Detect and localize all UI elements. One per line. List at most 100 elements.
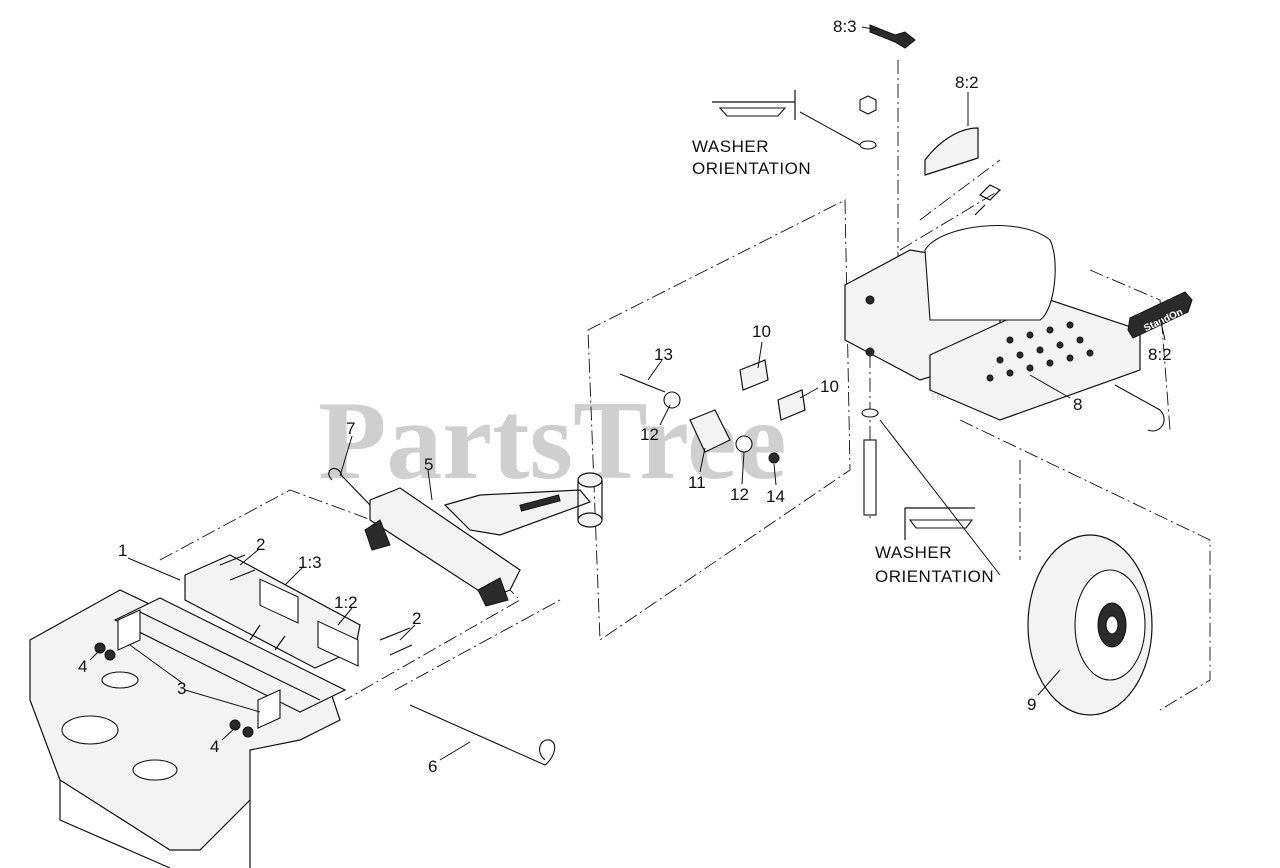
- decal-8-2-top: [924, 127, 979, 176]
- pin-6: [409, 704, 556, 766]
- callout-14: 14: [766, 487, 785, 506]
- top-nut: [859, 95, 877, 115]
- lead-8-3: [861, 26, 879, 31]
- wheel-bore: [1105, 615, 1119, 635]
- plate-10-b: [777, 389, 806, 421]
- callout-4-a: 4: [78, 657, 87, 676]
- callout-11: 11: [688, 473, 706, 492]
- outline-footplate: [1089, 269, 1171, 431]
- lead-3-b: [184, 689, 261, 713]
- nut-4-d: [242, 726, 254, 738]
- inset-top-frame: [712, 90, 796, 120]
- lead-5: [427, 469, 433, 501]
- note-bottom-line-1: WASHER: [875, 543, 952, 562]
- lead-washer-top: [799, 111, 861, 146]
- decal-8-2-right: StandOn: [1127, 291, 1193, 339]
- nut-4-a: [94, 642, 106, 654]
- bolt-13: [619, 373, 666, 393]
- callout-1: 1: [118, 541, 127, 560]
- footplate-holes: [986, 321, 1094, 382]
- lead-1-2: [337, 607, 353, 626]
- lead-9: [1037, 669, 1061, 696]
- callout-3: 3: [177, 679, 186, 698]
- lead-4-a: [89, 649, 101, 661]
- washer-orientation-inset-top: [712, 90, 796, 120]
- arm-label: [519, 494, 561, 512]
- callout-1-2: 1:2: [334, 593, 358, 612]
- mount-bracket-details: [139, 611, 321, 701]
- deck-hole-a: [61, 715, 119, 745]
- washer-orientation-note-top: WASHER ORIENTATION: [692, 137, 811, 178]
- callout-1-3: 1:3: [298, 553, 322, 572]
- bolt-2-b: [229, 569, 256, 581]
- watermark-trademark: TM: [930, 392, 944, 403]
- outline-wheel-right: [959, 419, 1211, 711]
- leader-lines: [89, 26, 1166, 761]
- washer-12-a: [663, 391, 681, 409]
- lead-12-b: [741, 451, 745, 485]
- nuts-4: [94, 642, 254, 738]
- inset-top-washer: [718, 107, 787, 117]
- outline-decal-guides: [899, 159, 1001, 251]
- lead-13: [647, 359, 663, 381]
- lead-6: [439, 741, 471, 761]
- plate-3-b: [257, 689, 281, 729]
- lead-2-a: [239, 549, 259, 566]
- decal-1-3: [259, 578, 299, 624]
- callout-2-a: 2: [256, 535, 265, 554]
- arm-tube: [369, 487, 521, 599]
- callout-8: 8: [1073, 395, 1082, 414]
- top-washer: [859, 140, 877, 150]
- footplate-rod: [1114, 384, 1165, 432]
- lead-4-b: [221, 727, 236, 741]
- callout-10-a: 10: [752, 322, 771, 341]
- lower-washer: [861, 408, 879, 418]
- lead-8: [1029, 374, 1071, 399]
- lead-14: [773, 463, 777, 486]
- nut-4-b: [104, 649, 116, 661]
- callout-7: 7: [346, 419, 355, 438]
- caster-bolt: [863, 439, 877, 516]
- callout-8-2-top: 8:2: [955, 73, 979, 92]
- hitch-pin-7: [328, 467, 371, 506]
- arm-assembly: [364, 472, 603, 607]
- arm-pivot-bottom: [577, 512, 603, 528]
- note-top-line-2: ORIENTATION: [692, 159, 811, 178]
- arm-clamp-left: [364, 519, 391, 551]
- lead-10-a: [757, 341, 763, 369]
- callout-9: 9: [1027, 695, 1036, 714]
- nut-14: [768, 452, 780, 464]
- plate-3-a: [117, 609, 141, 651]
- callout-8-2-right: 8:2: [1148, 345, 1172, 364]
- clevis-11: [689, 409, 731, 453]
- plates-3: [117, 609, 281, 729]
- lead-washer-bottom: [879, 419, 1001, 576]
- platform-assembly: [844, 224, 1165, 432]
- decal-1-2: [317, 620, 359, 667]
- wheel-9: [1027, 534, 1153, 716]
- lead-3-a: [129, 644, 186, 686]
- deck-hole-c: [101, 671, 139, 689]
- inset-bottom-frame: [904, 507, 975, 540]
- deck-hole-b: [132, 759, 178, 781]
- washer-orientation-inset-bottom: [904, 507, 975, 540]
- platform-hole-b: [865, 347, 875, 357]
- washer-orientation-note-bottom: WASHER ORIENTATION: [875, 543, 994, 586]
- outline-mid-bracket: [587, 199, 851, 641]
- bolt-2-c: [379, 627, 411, 641]
- bolts-2: [219, 554, 413, 656]
- pin-6-shape: [409, 704, 556, 766]
- key-8-3: [869, 24, 916, 49]
- callout-13: 13: [654, 345, 673, 364]
- arm-pivot-shaft: [577, 480, 603, 520]
- callout-4-b: 4: [210, 737, 219, 756]
- key-shape: [869, 24, 916, 49]
- lead-2-b: [399, 624, 416, 641]
- lead-1: [127, 557, 181, 581]
- washer-12-b: [735, 435, 753, 453]
- lead-7: [339, 435, 353, 477]
- callout-6: 6: [428, 757, 437, 776]
- lead-11: [699, 447, 706, 473]
- clip-top: [974, 184, 1002, 216]
- bolt-2-d: [389, 644, 413, 656]
